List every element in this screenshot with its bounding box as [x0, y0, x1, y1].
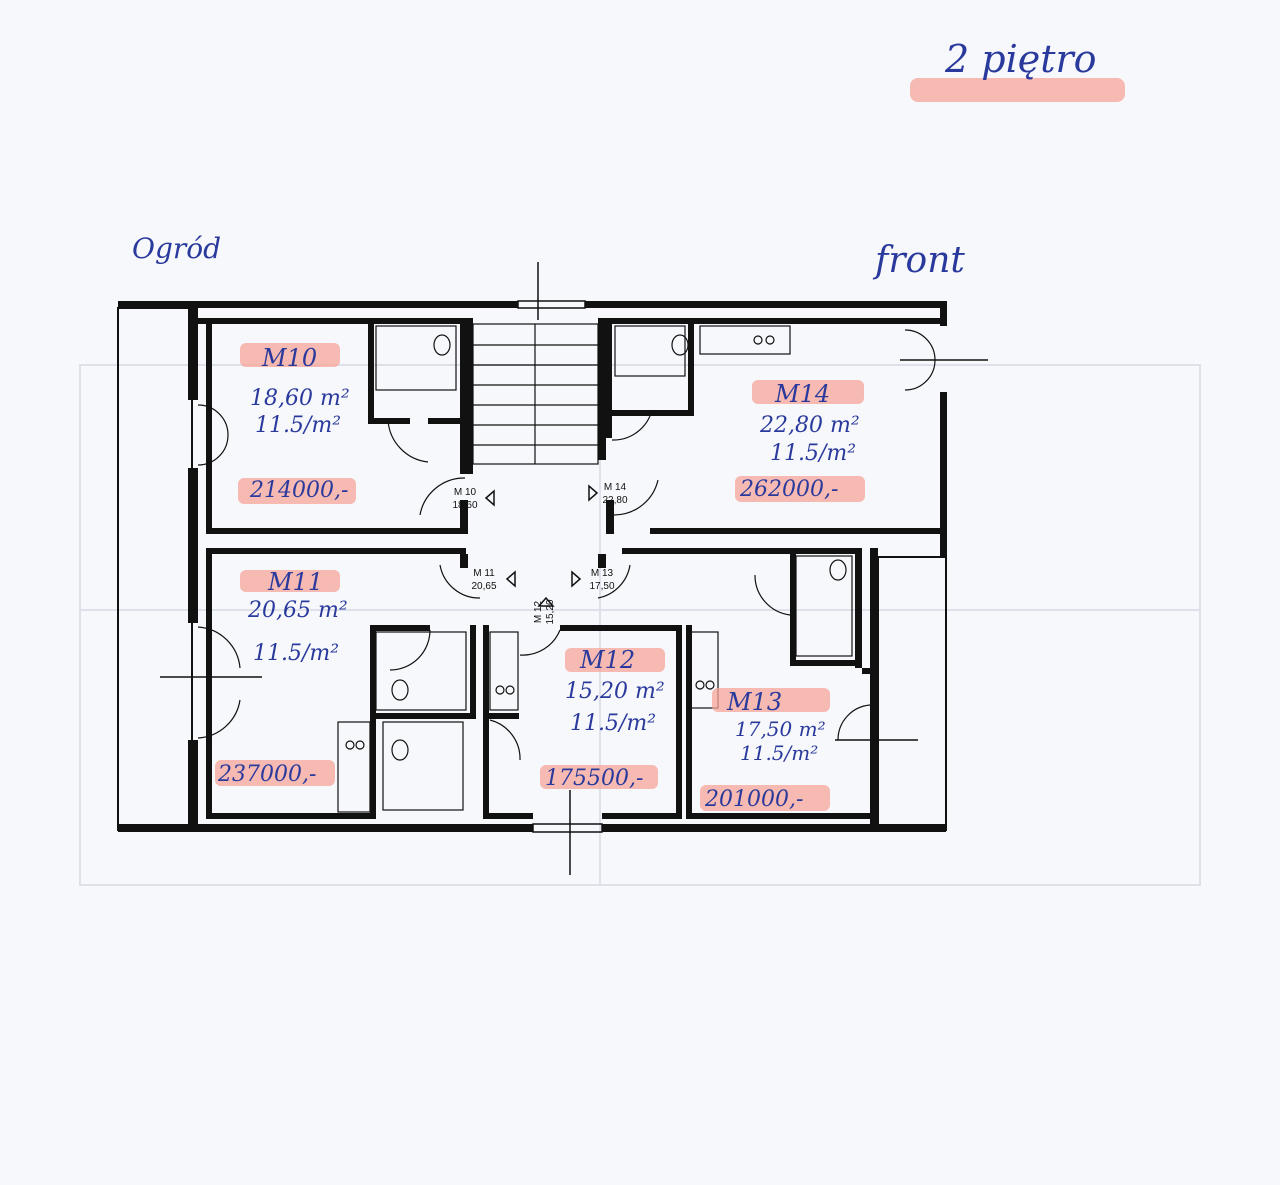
unit-rate: 11.5/m² — [770, 441, 856, 466]
door-tag-area: 18,60 — [452, 500, 477, 511]
unit-price: 262000,- — [739, 477, 838, 502]
unit-id-highlight — [752, 380, 864, 404]
arrow-right-icon — [588, 484, 599, 502]
price-highlight — [238, 478, 356, 504]
unit-rate: 11.5/m² — [253, 641, 339, 666]
price-highlight — [540, 765, 658, 789]
unit-id: M10 — [261, 344, 317, 372]
unit-id: M12 — [579, 646, 635, 674]
front-label: front — [872, 240, 965, 281]
balcony-left — [117, 307, 193, 831]
door-tag-m11: M 11 20,65 — [471, 568, 516, 592]
unit-area: 20,65 m² — [247, 598, 348, 623]
unit-rate: 11.5/m² — [570, 711, 656, 736]
unit-area: 18,60 m² — [250, 386, 350, 411]
door-tag-unit: M 11 — [473, 568, 495, 579]
unit-id-highlight — [712, 688, 830, 712]
price-highlight — [215, 760, 335, 786]
door-swings — [197, 329, 936, 761]
unit-m14: M14 22,80 m² 11.5/m² 262000,- — [735, 380, 865, 502]
unit-id-highlight — [240, 570, 340, 592]
unit-price: 175500,- — [545, 766, 643, 791]
door-tag-area: 20,65 — [471, 581, 496, 592]
unit-id: M14 — [774, 380, 830, 408]
door-tag-m10: M 10 18,60 — [452, 487, 495, 511]
door-tag-m14: M 14 22,80 — [588, 482, 628, 506]
price-highlight — [700, 785, 830, 811]
door-tag-unit: M 13 — [591, 568, 614, 579]
unit-m11: M11 20,65 m² 11.5/m² 237000,- — [215, 568, 348, 787]
unit-m10: M10 18,60 m² 11.5/m² 214000,- — [238, 343, 356, 504]
arrow-right-icon — [571, 570, 582, 588]
door-tag-m12: M 12 15,20 — [533, 596, 556, 625]
unit-rate: 11.5/m² — [740, 741, 818, 765]
unit-id-highlight — [565, 648, 665, 672]
unit-id: M11 — [267, 568, 323, 596]
garden-label: Ogród — [132, 232, 221, 265]
balcony-right — [877, 556, 947, 831]
unit-m12: M12 15,20 m² 11.5/m² 175500,- — [540, 646, 665, 791]
section-lines — [160, 262, 988, 875]
floor-label: 2 piętro — [944, 37, 1097, 81]
staircase — [472, 323, 599, 465]
unit-price: 201000,- — [704, 787, 803, 812]
arrow-left-icon — [505, 570, 516, 588]
door-tag-area: 15,20 — [545, 599, 556, 624]
unit-area: 22,80 m² — [759, 413, 860, 438]
price-highlight — [735, 476, 865, 502]
unit-id-highlight — [240, 343, 340, 367]
door-tag-unit: M 12 — [533, 600, 544, 623]
outer-walls — [118, 301, 947, 832]
door-tag-m13: M 13 17,50 — [571, 568, 615, 592]
unit-area: 15,20 m² — [565, 679, 665, 704]
unit-area: 17,50 m² — [735, 717, 826, 741]
door-tag-unit: M 10 — [454, 487, 477, 498]
unit-price: 237000,- — [217, 762, 316, 787]
fixtures — [337, 325, 853, 813]
unit-m13: M13 17,50 m² 11.5/m² 201000,- — [700, 688, 830, 812]
arrow-up-icon — [537, 596, 555, 607]
door-tag-area: 22,80 — [602, 495, 627, 506]
unit-price: 214000,- — [249, 478, 348, 503]
unit-id: M13 — [726, 688, 782, 716]
floor-label-highlight — [910, 78, 1125, 102]
door-tag-area: 17,50 — [589, 581, 614, 592]
door-tag-unit: M 14 — [604, 482, 627, 493]
unit-rate: 11.5/m² — [255, 413, 341, 438]
interior-walls — [198, 318, 940, 828]
arrow-left-icon — [484, 489, 495, 507]
